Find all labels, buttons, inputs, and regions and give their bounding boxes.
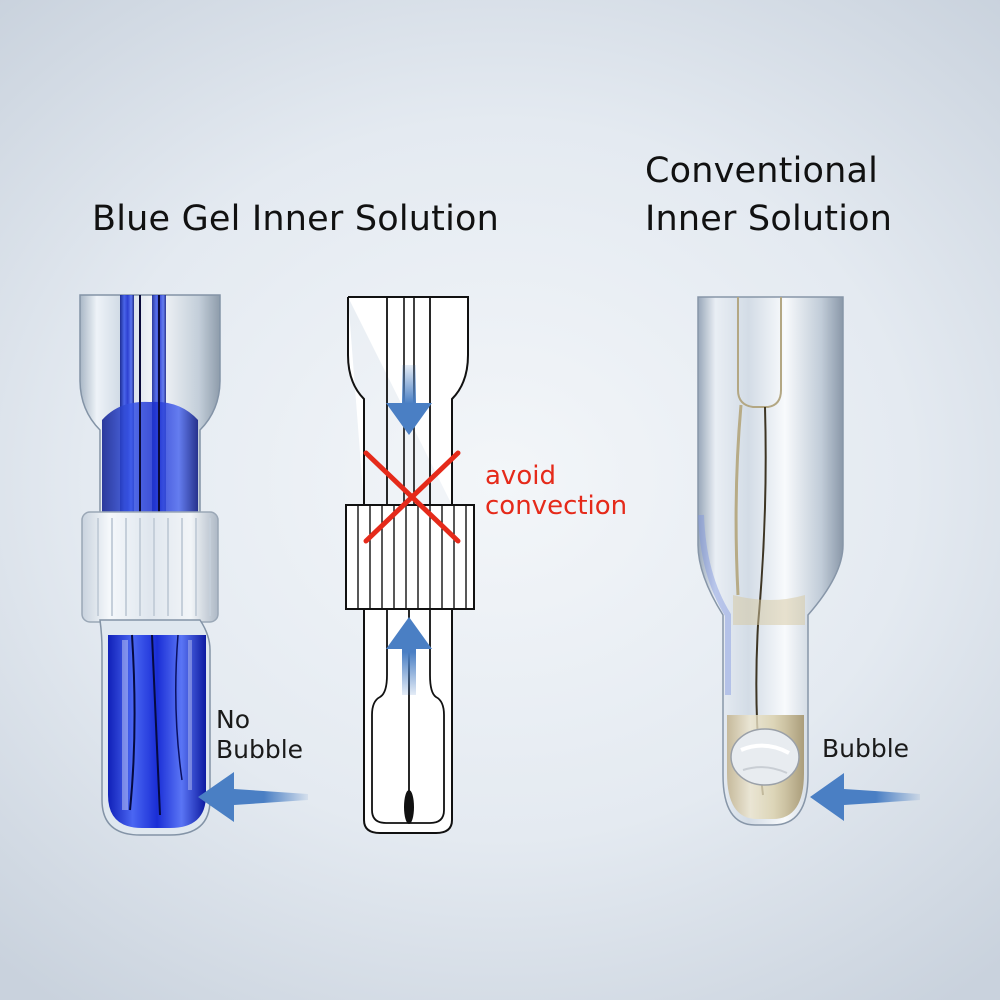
right-arrow-icon [810, 773, 920, 821]
air-bubble [730, 728, 800, 786]
left-title: Blue Gel Inner Solution [92, 199, 499, 239]
avoid-convection-line1: avoid [485, 461, 556, 491]
blue-gel-neck [102, 401, 198, 515]
bubble-label: Bubble [822, 734, 910, 763]
blue-gel-electrode [79, 294, 221, 836]
cross-mark-icon [363, 450, 461, 544]
ribbed-collar [81, 511, 219, 623]
conventional-electrode [697, 296, 844, 826]
convection-schematic [345, 296, 475, 834]
up-arrow-icon [386, 617, 432, 695]
left-arrow-icon [198, 772, 308, 822]
down-arrow-icon [386, 365, 432, 435]
no-bubble-label-line2: Bubble [216, 735, 304, 764]
ribbed-junction [345, 504, 475, 610]
right-title-line2: Inner Solution [645, 199, 893, 239]
avoid-convection-line2: convection [485, 491, 628, 521]
no-bubble-label-line1: No [216, 705, 250, 734]
right-title-line1: Conventional [645, 151, 879, 191]
electrode-tip [404, 790, 414, 824]
